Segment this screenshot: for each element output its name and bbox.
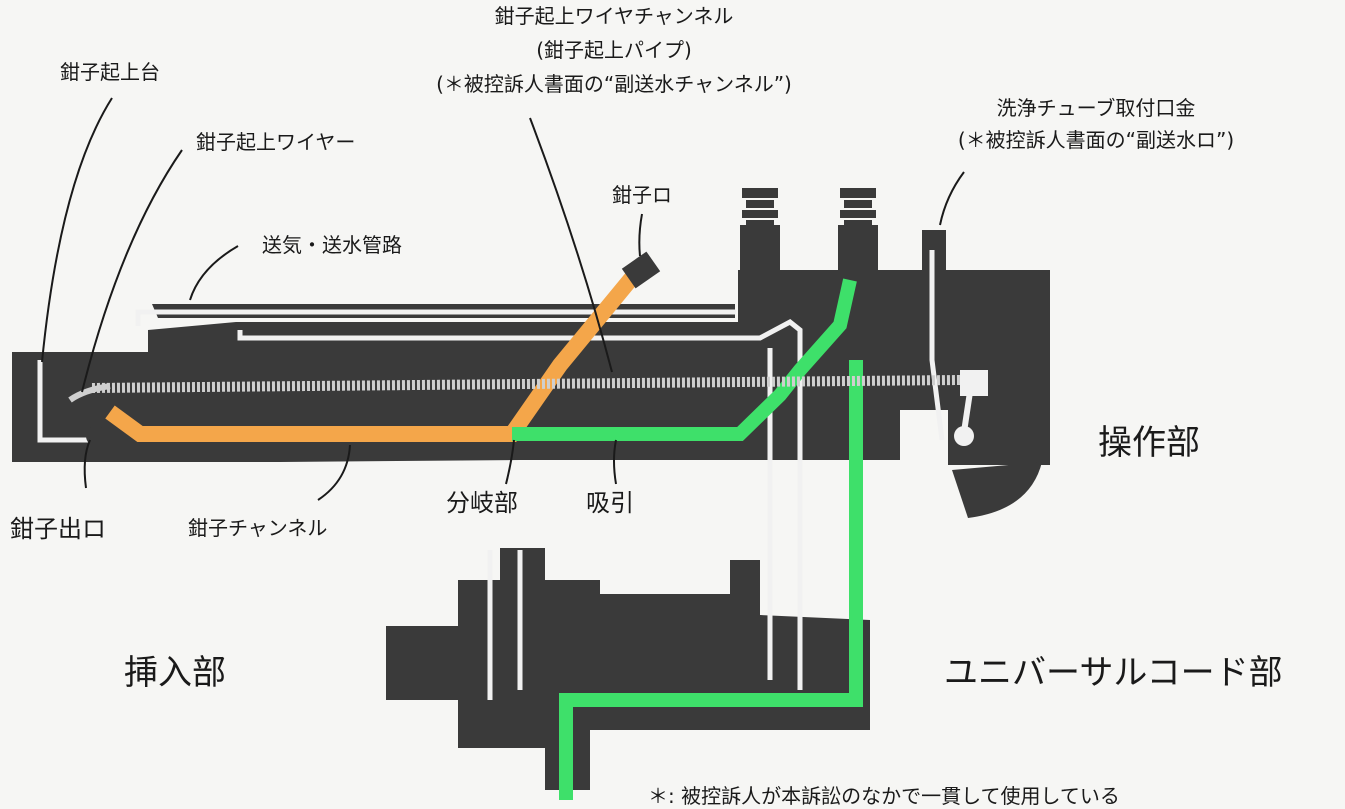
label-branch: 分岐部 — [446, 489, 518, 517]
raiser-lever-box — [960, 370, 988, 396]
label-forceps-channel: 鉗子チャンネル — [188, 516, 328, 540]
suction-line — [512, 278, 857, 441]
raiser-lever-rod — [961, 391, 973, 433]
insertion-section-body — [12, 270, 1050, 465]
universal-cord-connector — [386, 548, 870, 790]
label-insertion-section: 挿入部 — [124, 653, 226, 693]
forceps-port-cap — [621, 251, 661, 289]
forceps-raiser-pivot — [86, 426, 106, 446]
label-sub-water-channel-note: (＊被控訴人書面の“副送水チャンネル”) — [436, 72, 792, 96]
label-forceps-port: 鉗子ロ — [612, 183, 672, 207]
raiser-lever-knob — [952, 462, 1042, 518]
label-operation-section: 操作部 — [1098, 423, 1200, 463]
leader-lines — [41, 97, 965, 501]
raiser-lever-pivot — [954, 426, 974, 446]
label-forceps-outlet: 鉗子出ロ — [10, 515, 106, 543]
label-universal-cord-section: ユニバーサルコード部 — [944, 653, 1283, 693]
label-forceps-raiser: 鉗子起上台 — [60, 60, 160, 84]
label-cleaning-tube-mount: 洗浄チューブ取付口金 — [996, 96, 1196, 120]
label-sub-water-port-note: (＊被控訴人書面の“副送水ロ”) — [957, 128, 1235, 152]
footnote: ＊: 被控訴人が本訴訟のなかで一貫して使用している — [648, 784, 1120, 808]
label-raiser-wire: 鉗子起上ワイヤー — [196, 130, 356, 154]
label-suction: 吸引 — [586, 489, 634, 517]
raiser-wire-tip — [68, 383, 111, 403]
label-raiser-wire-channel: 鉗子起上ワイヤチャンネル — [494, 4, 734, 28]
air-water-tubes — [37, 250, 945, 700]
valve-caps — [742, 188, 876, 228]
suction-cord-line — [559, 360, 863, 800]
label-raiser-pipe: (鉗子起上パイプ) — [536, 38, 692, 62]
label-air-water-line: 送気・送水管路 — [262, 233, 402, 257]
